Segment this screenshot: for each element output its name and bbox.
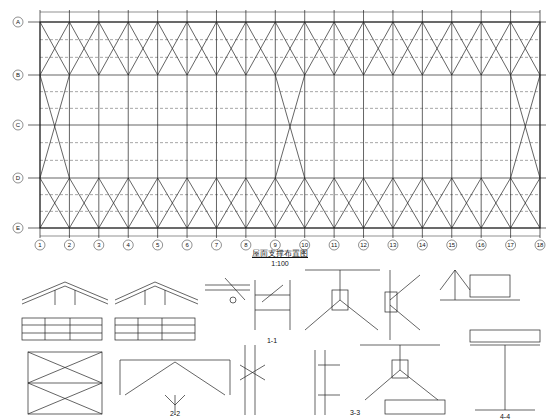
- axis-label: 10: [301, 242, 308, 248]
- bracing-elevation: [120, 360, 230, 415]
- axis-label: 11: [331, 242, 337, 248]
- brace-joint-detail: [305, 270, 380, 330]
- section-detail: [470, 330, 540, 410]
- axis-label: 15: [448, 242, 455, 248]
- axis-label: 4: [127, 242, 130, 248]
- axis-label: B: [16, 72, 20, 78]
- scale-label: 1:100: [271, 260, 289, 267]
- axis-label: 6: [185, 242, 188, 248]
- column-connection: [255, 280, 290, 330]
- section-mark: 3-3: [350, 409, 360, 416]
- purlin-detail: [22, 282, 108, 340]
- axis-label: 17: [507, 242, 514, 248]
- axis-label: 1: [38, 242, 41, 248]
- purlin-detail: [115, 282, 198, 340]
- section-mark: 1-1: [267, 337, 277, 344]
- axis-label: 5: [156, 242, 159, 248]
- axis-label: 9: [274, 242, 277, 248]
- axis-label: 7: [215, 242, 218, 248]
- roof-bracing-plan: [13, 10, 546, 250]
- axis-label: C: [16, 122, 20, 128]
- axis-label: 18: [537, 242, 544, 248]
- section-mark: 2-2: [170, 410, 180, 417]
- axis-label: 3: [97, 242, 100, 248]
- axis-label: 12: [360, 242, 367, 248]
- plate-detail: [440, 270, 520, 300]
- brace-joint-detail: [385, 270, 420, 340]
- column-section: [240, 345, 340, 415]
- axis-label: 13: [390, 242, 397, 248]
- axis-label: A: [16, 19, 20, 25]
- brace-detail: [205, 278, 250, 303]
- section-mark: 4-4: [500, 413, 510, 420]
- drawing-title: 屋面支撑布置图: [252, 250, 308, 258]
- axis-label: E: [16, 225, 20, 231]
- axis-label: 8: [244, 242, 247, 248]
- axis-label: 16: [478, 242, 485, 248]
- brace-joint-detail: [360, 345, 445, 414]
- bracing-frame: [28, 352, 102, 414]
- axis-label: 14: [419, 242, 426, 248]
- axis-label: D: [16, 175, 20, 181]
- axis-label: 2: [68, 242, 71, 248]
